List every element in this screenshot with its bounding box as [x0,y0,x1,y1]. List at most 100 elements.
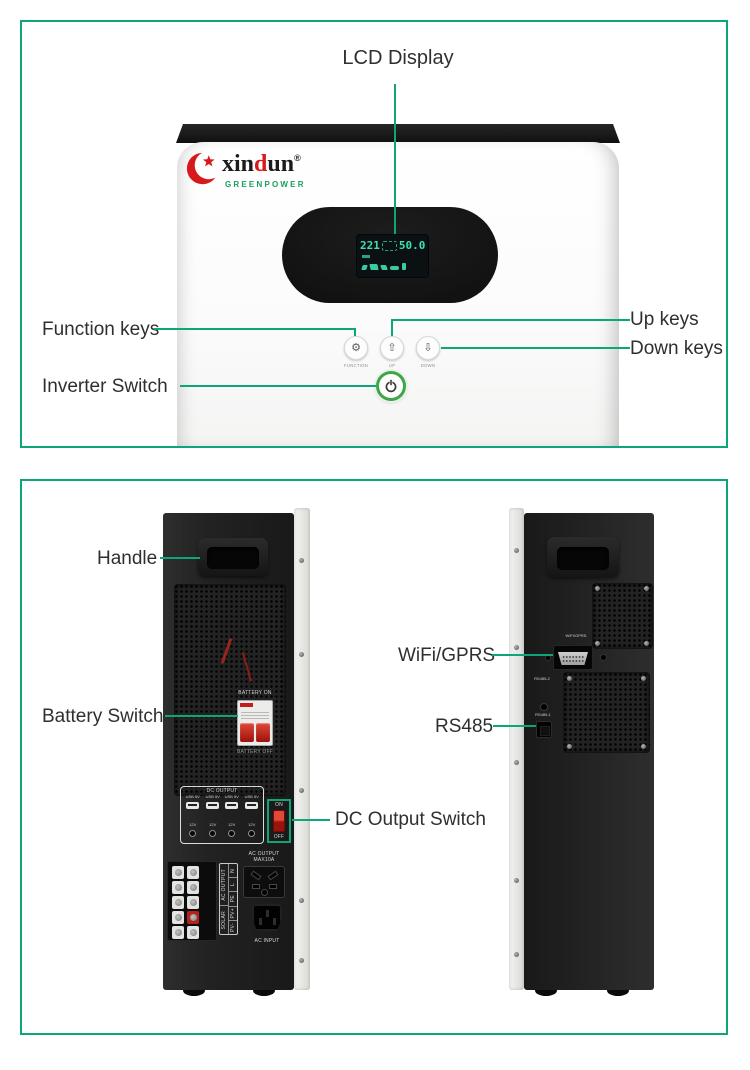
screw [514,548,519,553]
function-key-label: FUNCTION [343,363,368,369]
dc12-col: 12V [183,823,203,837]
lcd-right-value: 50.0 [398,239,426,252]
logo-part1: xin [222,151,255,177]
terminal-screw [187,881,199,894]
terminal-name: N [230,868,236,873]
rs485-2-label: RS485-2 [534,677,550,682]
logo-registered-mark: ® [294,153,301,163]
annotation-line [180,385,376,387]
device-top-band [176,124,620,143]
dc12v-row: 12V 12V 12V 12V [183,823,261,837]
terminal-label-strip: AC OUTPUT SOLAR N L PE PV+ PV- [219,863,238,935]
screw [514,878,519,883]
terminal-name-cell: PV+ [229,907,237,921]
dc12v-label: 12V [247,823,255,828]
usb-port [244,802,258,809]
logo-part2: d [254,151,268,177]
side-panel [509,508,524,990]
label-lcd-display: LCD Display [342,47,454,69]
inverter-power-button[interactable] [376,371,406,401]
lcd-icons-row [361,263,406,270]
terminal-names: N L PE PV+ PV- [229,864,237,934]
logo-subtitle: GREENPOWER [225,180,306,189]
function-key[interactable]: ⚙ [344,336,368,360]
terminal-name: PV+ [230,907,236,919]
dc-12v-socket [189,830,197,837]
up-key-label: UP [388,363,396,369]
usb-col: USB 5V [203,795,223,809]
terminal-name: PV- [230,922,236,932]
socket-slot [269,884,277,889]
side-panel [294,508,310,990]
label-inverter-switch: Inverter Switch [42,376,168,397]
ac-input-label: AC INPUT [254,938,280,944]
device-foot [253,985,275,996]
dc-output-title: DC OUTPUT [206,788,238,794]
terminal-group1-label: AC OUTPUT [221,868,227,901]
label-function-keys: Function keys [42,319,160,340]
usb-port-label: USB 5V [185,795,200,800]
breaker-toggle[interactable] [240,723,254,742]
vent-grille [563,672,650,753]
dc-output-rocker-switch[interactable] [273,810,285,832]
terminal-screw [172,911,184,924]
ac-output-socket [243,866,285,898]
port-hole [540,703,548,711]
device-foot [183,985,205,996]
battery-on-label: BATTERY ON [238,690,272,696]
terminal-name-cell: L [229,878,237,893]
lcd-battery-icon [390,266,399,270]
vent-grille [592,583,653,649]
lcd-icon [402,263,406,270]
terminal-screw-red [187,911,199,924]
db9-pins [562,655,584,662]
dc12-col: 12V [203,823,223,837]
usb-port-label: USB 5V [205,795,220,800]
annotation-line [160,557,200,559]
terminal-name: L [230,883,236,887]
device-foot [607,985,629,996]
terminal-screw [187,926,199,939]
down-key[interactable]: ⇩ [416,336,440,360]
terminal-screw [187,866,199,879]
screw [299,652,304,657]
down-key-label: DOWN [420,363,436,369]
annotation-line [354,328,356,336]
socket-slot [252,884,260,889]
label-down-keys: Down keys [630,338,723,359]
annotation-line [493,725,536,727]
screw [567,676,572,681]
dc-12v-socket [228,830,236,837]
down-arrow-icon: ⇩ [423,341,433,354]
usb-port-label: USB 5V [224,795,239,800]
screw [299,958,304,963]
label-handle: Handle [97,548,158,569]
up-key[interactable]: ⇧ [380,336,404,360]
logo-crescent-star-icon [186,152,216,185]
lcd-icon [361,265,368,270]
terminal-name-cell: N [229,864,237,879]
battery-breaker[interactable] [237,700,273,746]
dc12-col: 12V [242,823,262,837]
terminal-screw [172,896,184,909]
lcd-icon [369,264,379,270]
socket-slot [267,870,279,881]
dc12v-label: 12V [228,823,236,828]
screw [514,952,519,957]
label-battery-switch: Battery Switch [42,706,164,727]
db9-connector [558,652,588,665]
breaker-toggle[interactable] [256,723,270,742]
device-foot [535,985,557,996]
usb-port [205,802,219,809]
annotation-line [165,715,238,717]
rs485-port [536,721,552,738]
label-rs485: RS485 [435,716,494,737]
annotation-line [492,654,553,656]
lcd-small-icon [362,255,370,258]
wifi-port-label: WIFI/GPRS [565,634,587,639]
usb-port [225,802,239,809]
dc12v-label: 12V [208,823,216,828]
breaker-brand-chip [240,703,253,707]
